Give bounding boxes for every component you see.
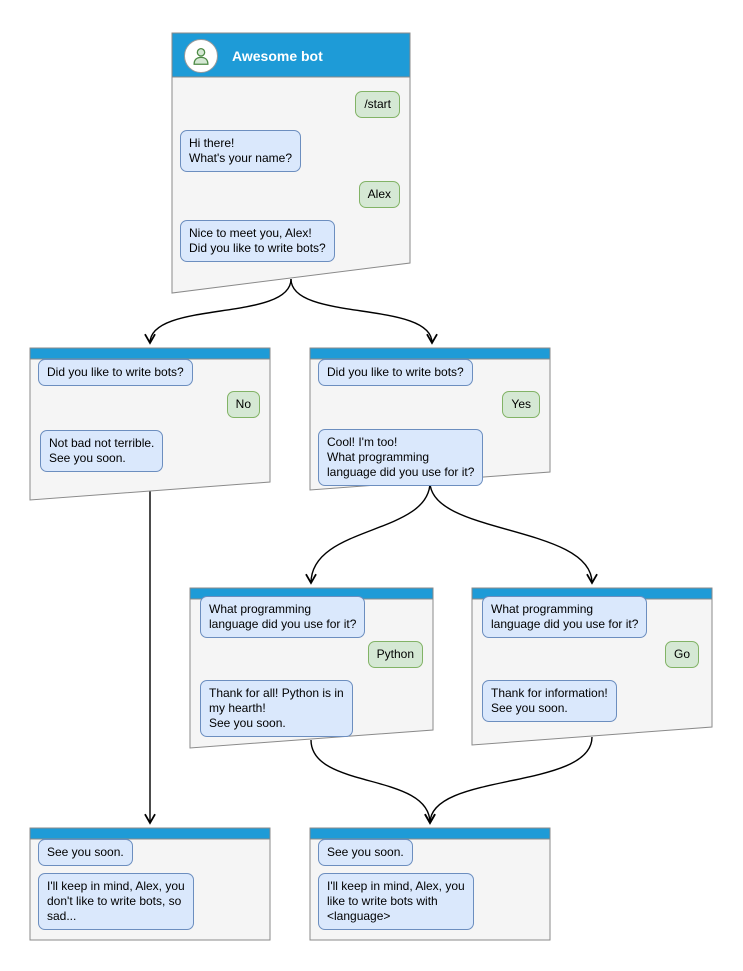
bot-message-end-no-reply: I'll keep in mind, Alex, you don't like … (38, 873, 194, 931)
user-message-python: Python (367, 641, 423, 669)
main-window-title: Awesome bot (232, 48, 323, 64)
arrow-yes-branch-to-python (305, 481, 431, 585)
user-message-go: Go (664, 641, 699, 669)
arrow-go-to-end (424, 736, 593, 825)
bot-message-yes-reply: Cool! I'm too! What programming language… (318, 429, 484, 487)
yes-branch-window-header (309, 347, 551, 360)
bot-message-no-reply: Not bad not terrible. See you soon. (40, 430, 164, 473)
bot-message-end-yes-reply: I'll keep in mind, Alex, you like to wri… (318, 873, 474, 931)
arrow-yes-branch-to-go (429, 481, 598, 585)
end-no-window-header (29, 827, 271, 840)
person-icon (193, 48, 209, 65)
bot-message-bots-question: Nice to meet you, Alex! Did you like to … (180, 220, 335, 263)
bot-message-yes-question: Did you like to write bots? (318, 359, 473, 387)
arrow-main-to-yes-branch (290, 278, 438, 345)
bot-message-end-no-see-you: See you soon. (38, 839, 133, 867)
user-message-yes: Yes (502, 391, 540, 419)
no-branch-window-header (29, 347, 271, 360)
bot-message-python-question: What programming language did you use fo… (200, 596, 366, 639)
end-yes-window-header (309, 827, 551, 840)
arrow-main-to-no-branch (144, 278, 292, 345)
bot-message-no-question: Did you like to write bots? (38, 359, 193, 387)
bot-avatar (184, 39, 218, 73)
user-message-start: /start (355, 91, 400, 119)
bot-message-greeting: Hi there! What's your name? (180, 130, 302, 173)
bot-message-go-reply: Thank for information! See you soon. (482, 680, 617, 723)
bot-message-end-yes-see-you: See you soon. (318, 839, 413, 867)
bot-message-go-question: What programming language did you use fo… (482, 596, 648, 639)
user-message-name: Alex (358, 181, 400, 209)
user-message-no: No (226, 391, 260, 419)
bot-message-python-reply: Thank for all! Python is in my hearth! S… (200, 680, 353, 738)
arrow-python-to-end (310, 739, 436, 825)
